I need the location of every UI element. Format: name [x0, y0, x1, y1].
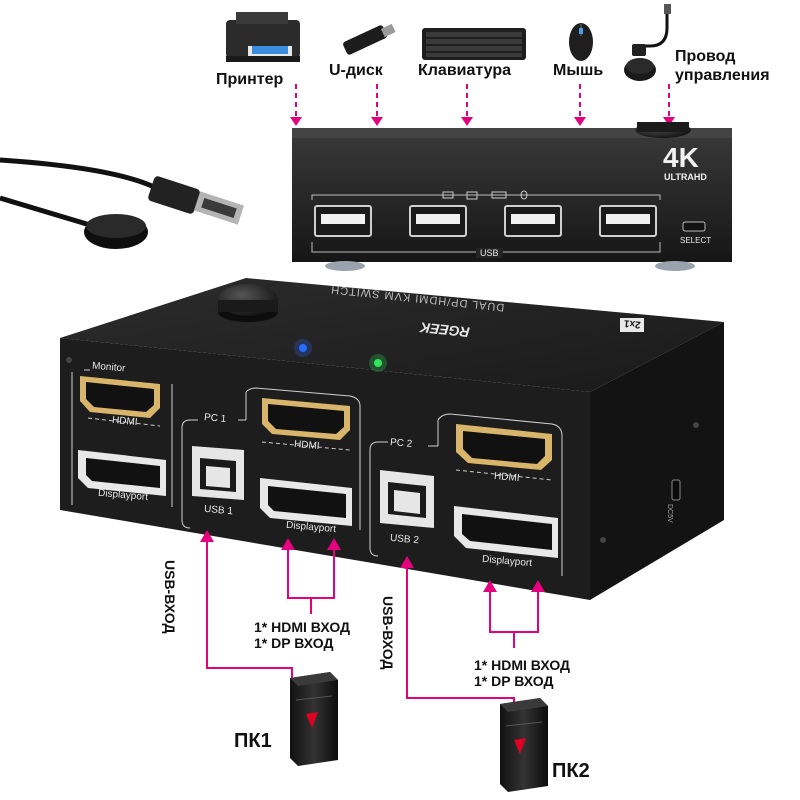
- pc2-tower-icon: [500, 698, 548, 792]
- select-label: SELECT: [680, 236, 712, 245]
- model-badge: 2x1: [623, 317, 642, 330]
- usb-in-label-pc2: USB-ВХОД: [380, 596, 396, 670]
- usb-a-port-4: [599, 205, 657, 237]
- keyboard-label: Клавиатура: [418, 62, 511, 79]
- monitor-dp-port: [78, 450, 166, 496]
- pc2-inputs-line1: 1* HDMI ВХОД: [474, 657, 571, 673]
- pc1-label: PC 1: [203, 412, 227, 425]
- usb-label: USB: [476, 248, 503, 258]
- pc2-hdmi-label: HDMI: [493, 470, 520, 485]
- printer-icon: [226, 12, 300, 62]
- usb-a-port-2: [409, 205, 467, 237]
- pc1-port-group: [181, 387, 361, 530]
- udisk-label: U-диск: [329, 62, 383, 79]
- pc2-connection-lines: [406, 566, 539, 704]
- dc-label: DC5V: [666, 504, 673, 523]
- pc1-hdmi-port: [262, 398, 350, 440]
- pc1-inputs-line1: 1* HDMI ВХОД: [254, 619, 351, 635]
- control-wire-label-line1: Провод: [675, 48, 736, 65]
- pc1-inputs-line2: 1* DP ВХОД: [254, 635, 334, 651]
- pc2-label: PC 2: [389, 437, 413, 450]
- pc1-dp-port: [260, 478, 352, 526]
- top-arrowheads: [290, 117, 675, 126]
- badge-4k: 4K: [663, 142, 699, 173]
- pc2-arrowheads: [400, 556, 545, 592]
- pc1-connection-lines: [206, 540, 335, 680]
- pc2-caption: ПК2: [552, 760, 590, 782]
- keyboard-icon: [422, 28, 526, 60]
- control-wire-icon: [624, 4, 671, 81]
- top-arrows: [295, 84, 670, 118]
- control-wire-label-line2: управления: [675, 67, 770, 84]
- badge-ultrahd: ULTRAHD: [664, 172, 707, 182]
- usb-in-label-pc1: USB-ВХОД: [162, 560, 178, 634]
- pc1-hdmi-label: HDMI: [293, 438, 320, 453]
- control-cable-with-puck: [0, 157, 244, 249]
- pc1-usb-b-port: [192, 446, 244, 500]
- pc2-usb-b-port: [380, 470, 434, 528]
- pc1-tower-icon: [290, 672, 338, 766]
- mouse-icon: [569, 23, 593, 61]
- monitor-hdmi-label: HDMI: [111, 414, 138, 429]
- usb-a-port-3: [504, 205, 562, 237]
- usb-a-port-1: [314, 205, 372, 237]
- switch-back-panel: [292, 122, 732, 271]
- mouse-label: Мышь: [553, 62, 604, 79]
- monitor-port-group: [71, 369, 173, 507]
- printer-label: Принтер: [216, 71, 284, 88]
- monitor-hdmi-port: [80, 376, 160, 418]
- pc2-dp-port: [454, 506, 558, 558]
- pc2-port-group: [369, 413, 563, 576]
- usb-stick-icon: [343, 23, 396, 55]
- pc1-caption: ПК1: [234, 730, 272, 752]
- pc1-arrowheads: [200, 530, 341, 550]
- pc2-inputs-line2: 1* DP ВХОД: [474, 673, 554, 689]
- pc2-hdmi-port: [456, 424, 552, 470]
